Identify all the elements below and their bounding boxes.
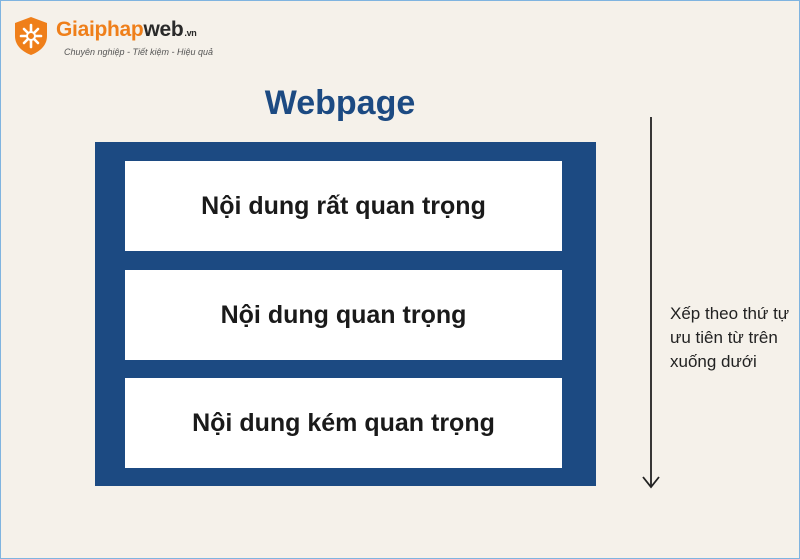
brand-tagline: Chuyên nghiệp - Tiết kiệm - Hiệu quả [64,47,213,57]
shield-logo-icon [15,17,47,55]
diagram-title: Webpage [264,84,416,122]
priority-order-note: Xếp theo thứ tự ưu tiên từ trên xuống dư… [670,304,790,371]
brand-logo[interactable]: Giaiphapweb.vn Chuyên nghiệp - Tiết kiệm… [12,14,252,64]
down-arrow-icon [642,117,660,489]
content-block-important: Nội dung quan trọng [125,270,562,360]
webpage-container: Nội dung rất quan trọng Nội dung quan tr… [95,142,596,486]
brand-name: Giaiphapweb.vn [56,18,197,41]
content-block-very-important: Nội dung rất quan trọng [125,161,562,251]
content-block-less-important: Nội dung kém quan trọng [125,378,562,468]
